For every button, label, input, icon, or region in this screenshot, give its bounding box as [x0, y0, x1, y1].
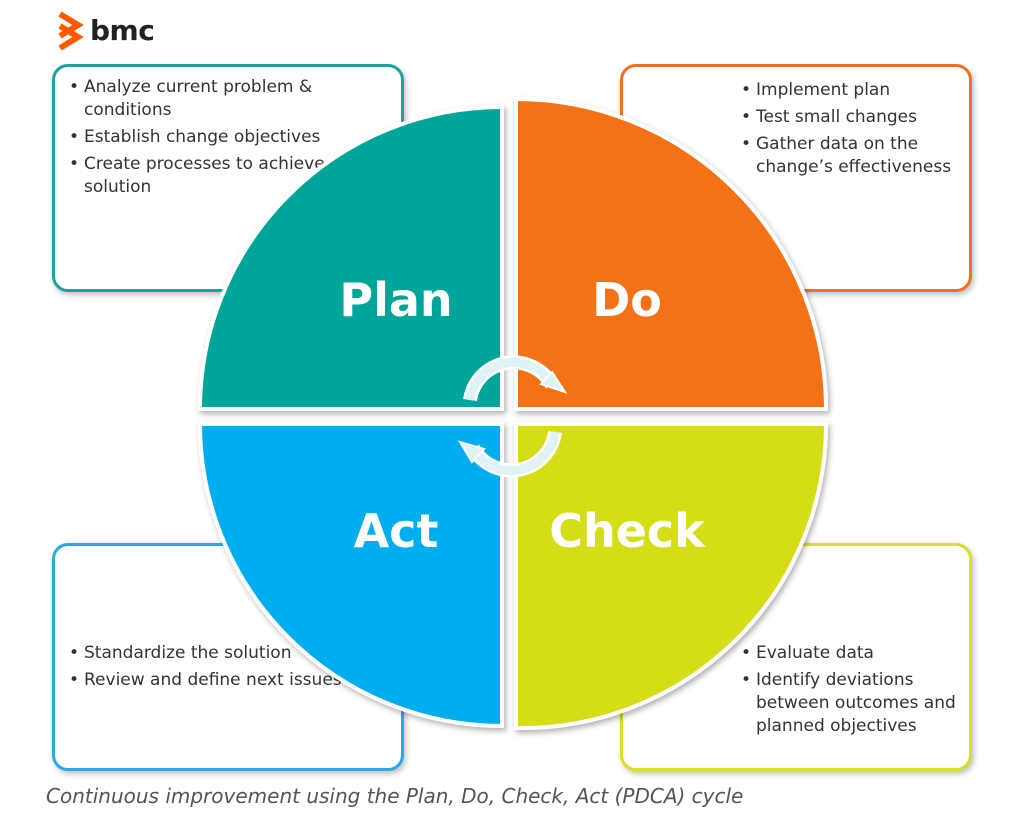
- check-description-box: Evaluate data Identify deviations betwee…: [620, 543, 972, 771]
- check-bullet-list: Evaluate data Identify deviations betwee…: [736, 642, 966, 742]
- plan-bullet-list: Analyze current problem & conditions Est…: [64, 76, 394, 203]
- do-bullet: Implement plan: [736, 79, 966, 102]
- plan-bullet: Create processes to achieve solution: [64, 153, 394, 199]
- do-bullet: Test small changes: [736, 106, 966, 129]
- bmc-logo: bmc: [56, 10, 155, 50]
- plan-bullet: Establish change objectives: [64, 126, 394, 149]
- act-bullet-list: Standardize the solution Review and defi…: [64, 642, 394, 696]
- do-bullet-list: Implement plan Test small changes Gather…: [736, 79, 966, 183]
- plan-label: Plan: [339, 273, 453, 327]
- figure-caption: Continuous improvement using the Plan, D…: [46, 784, 744, 808]
- check-label: Check: [549, 504, 705, 558]
- do-label: Do: [592, 273, 662, 327]
- bmc-chevron-logo-icon: [58, 11, 84, 50]
- bmc-logo-text: bmc: [90, 13, 155, 47]
- act-description-box: Standardize the solution Review and defi…: [52, 543, 404, 771]
- check-bullet: Evaluate data: [736, 642, 966, 665]
- act-bullet: Standardize the solution: [64, 642, 394, 665]
- do-bullet: Gather data on the change’s effectivenes…: [736, 133, 966, 179]
- cycle-arrows-icon: [457, 355, 568, 478]
- act-label: Act: [353, 504, 439, 558]
- plan-description-box: Analyze current problem & conditions Est…: [52, 64, 404, 292]
- do-description-box: Implement plan Test small changes Gather…: [620, 64, 972, 292]
- act-bullet: Review and define next issues: [64, 669, 394, 692]
- plan-bullet: Analyze current problem & conditions: [64, 76, 394, 122]
- check-bullet: Identify deviations between outcomes and…: [736, 669, 966, 738]
